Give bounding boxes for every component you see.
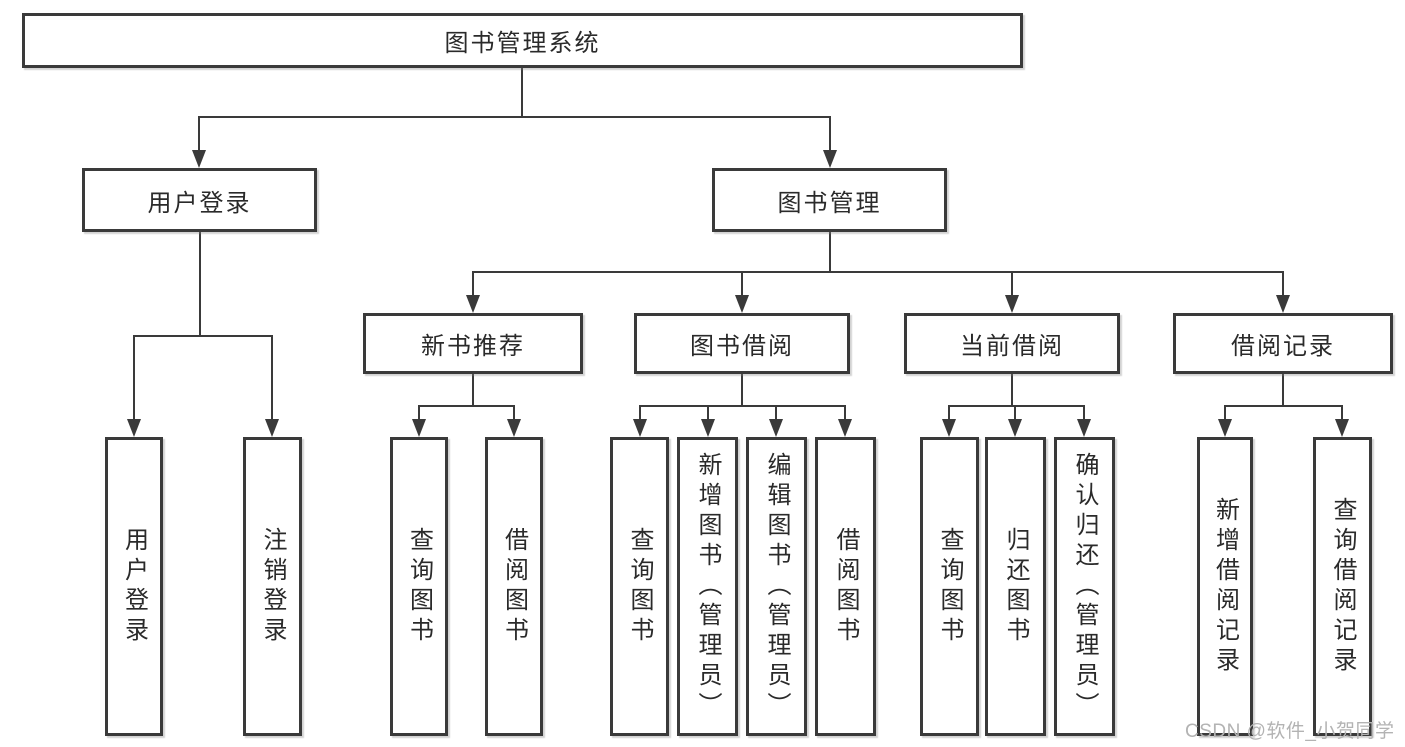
arrowhead-down-icon	[633, 419, 647, 437]
node-label: 新增借阅记录	[1211, 496, 1239, 677]
connector-line	[198, 117, 200, 156]
connector-line	[844, 406, 846, 425]
arrowhead-down-icon	[127, 419, 141, 437]
node-label: 借阅图书	[500, 526, 528, 647]
leaf-add-books-admin: 新增图书（管理员）	[677, 437, 738, 736]
node-root: 图书管理系统	[22, 13, 1023, 68]
node-label: 借阅图书	[832, 526, 859, 647]
connector-line	[198, 116, 831, 118]
arrowhead-down-icon	[192, 150, 206, 168]
node-label: 查询图书	[626, 526, 653, 647]
arrowhead-down-icon	[1218, 419, 1232, 437]
leaf-add-borrow-record: 新增借阅记录	[1197, 437, 1253, 736]
connector-line	[1282, 374, 1284, 407]
connector-line	[639, 406, 641, 425]
node-label: 新书推荐	[421, 333, 525, 360]
leaf-user-login: 用户登录	[105, 437, 163, 736]
connector-line	[199, 232, 201, 337]
connector-line	[133, 336, 135, 425]
arrowhead-down-icon	[735, 295, 749, 313]
connector-line	[1014, 406, 1016, 425]
connector-line	[472, 374, 474, 407]
node-label: 确认归还（管理员）	[1071, 451, 1098, 722]
connector-line	[1224, 405, 1343, 407]
arrowhead-down-icon	[1005, 295, 1019, 313]
node-label: 借阅记录	[1231, 333, 1335, 360]
node-label: 查询图书	[405, 526, 433, 647]
leaf-query-borrow-record: 查询借阅记录	[1313, 437, 1372, 736]
connector-line	[513, 406, 515, 425]
csdn-watermark: CSDN @软件_小贺同学	[1185, 721, 1395, 742]
node-label: 用户登录	[147, 189, 252, 217]
leaf-return-books: 归还图书	[985, 437, 1046, 736]
connector-line	[775, 406, 777, 425]
node-label: 用户登录	[120, 526, 148, 647]
node-label: 图书借阅	[690, 333, 794, 360]
connector-line	[829, 117, 831, 156]
connector-line	[1011, 272, 1013, 301]
connector-line	[741, 374, 743, 407]
connector-line	[948, 405, 1085, 407]
connector-line	[472, 272, 474, 301]
node-label: 查询图书	[936, 526, 963, 647]
connector-line	[948, 406, 950, 425]
connector-line	[1224, 406, 1226, 425]
connector-line	[1011, 374, 1013, 407]
connector-line	[829, 232, 831, 273]
node-label: 查询借阅记录	[1329, 496, 1356, 677]
leaf-confirm-return-admin: 确认归还（管理员）	[1054, 437, 1115, 736]
connector-line	[1083, 406, 1085, 425]
node-current-borrowing: 当前借阅	[904, 313, 1120, 374]
connector-line	[741, 272, 743, 301]
node-label: 图书管理	[777, 189, 882, 217]
node-label: 编辑图书（管理员）	[763, 451, 790, 722]
connector-line	[472, 271, 1284, 273]
arrowhead-down-icon	[1276, 295, 1290, 313]
arrowhead-down-icon	[412, 419, 426, 437]
node-label: 新增图书（管理员）	[694, 451, 721, 722]
node-label: 归还图书	[1002, 526, 1029, 647]
node-label: 当前借阅	[960, 333, 1064, 360]
connector-line	[133, 335, 273, 337]
arrowhead-down-icon	[1335, 419, 1349, 437]
arrowhead-down-icon	[701, 419, 715, 437]
connector-line	[1282, 272, 1284, 301]
leaf-logout: 注销登录	[243, 437, 302, 736]
arrowhead-down-icon	[466, 295, 480, 313]
node-book-borrowing: 图书借阅	[634, 313, 850, 374]
connector-line	[418, 406, 420, 425]
arrowhead-down-icon	[823, 150, 837, 168]
node-user-login: 用户登录	[82, 168, 317, 232]
leaf-query-books-current: 查询图书	[920, 437, 979, 736]
leaf-borrow-books-recommend: 借阅图书	[485, 437, 543, 736]
arrowhead-down-icon	[838, 419, 852, 437]
arrowhead-down-icon	[1077, 419, 1091, 437]
arrowhead-down-icon	[769, 419, 783, 437]
node-new-book-recommend: 新书推荐	[363, 313, 583, 374]
node-book-management: 图书管理	[712, 168, 947, 232]
leaf-query-books-recommend: 查询图书	[390, 437, 448, 736]
node-label: 注销登录	[259, 526, 286, 647]
arrowhead-down-icon	[507, 419, 521, 437]
arrowhead-down-icon	[265, 419, 279, 437]
connector-line	[418, 405, 515, 407]
connector-line	[521, 68, 523, 118]
connector-line	[271, 336, 273, 425]
node-label: 图书管理系统	[444, 30, 601, 57]
arrowhead-down-icon	[1008, 419, 1022, 437]
leaf-borrow-books: 借阅图书	[815, 437, 876, 736]
leaf-edit-books-admin: 编辑图书（管理员）	[746, 437, 807, 736]
arrowhead-down-icon	[942, 419, 956, 437]
node-borrowing-records: 借阅记录	[1173, 313, 1393, 374]
leaf-query-books-borrowing: 查询图书	[610, 437, 669, 736]
connector-line	[639, 405, 846, 407]
connector-line	[707, 406, 709, 425]
connector-line	[1341, 406, 1343, 425]
